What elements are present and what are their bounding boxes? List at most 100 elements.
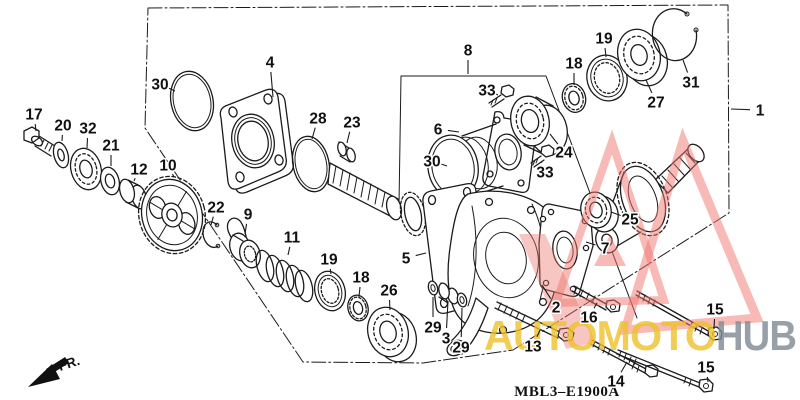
callout-22: 22 (207, 200, 224, 217)
callout-leader-31 (682, 59, 689, 73)
callout-leader-3 (445, 300, 449, 329)
callout-15: 15 (706, 302, 724, 319)
part-bearing-32 (69, 147, 103, 191)
callout-23: 23 (343, 115, 361, 132)
callout-leader-30 (441, 163, 448, 167)
callout-33: 33 (536, 165, 554, 182)
callout-leader-9 (244, 223, 248, 235)
callout-19: 19 (595, 31, 613, 48)
part-circlip-31 (651, 8, 699, 62)
part-gear-10 (137, 175, 207, 255)
part-bolt-33b (530, 144, 555, 168)
callout-6: 6 (434, 122, 443, 139)
callout-31: 31 (682, 75, 700, 92)
callout-12: 12 (130, 162, 147, 179)
callout-5: 5 (402, 251, 411, 268)
callout-leader-10 (171, 173, 175, 178)
callout-18: 18 (352, 270, 370, 287)
fr-arrow-icon (28, 364, 60, 387)
callout-7: 7 (601, 241, 610, 258)
callout-14: 14 (607, 374, 625, 391)
callout-leader-2 (541, 284, 552, 299)
part-spline-ring-19b (313, 270, 347, 312)
part-input-shaft (327, 162, 403, 221)
callout-16: 16 (580, 310, 598, 327)
part-lock-washer-18b (347, 294, 369, 322)
callout-18: 18 (565, 56, 583, 73)
part-spline-ring-19a (586, 54, 628, 102)
callout-21: 21 (102, 138, 120, 155)
callout-leader-14 (620, 361, 628, 373)
part-spring-11 (255, 249, 314, 303)
callout-leader-25 (610, 211, 621, 217)
part-washer-29a (427, 280, 439, 296)
part-washer-20 (52, 141, 70, 169)
callout-25: 25 (621, 212, 639, 229)
callout-30: 30 (151, 77, 168, 94)
callout-17: 17 (25, 107, 42, 124)
watermark-brand-right: HUB (716, 312, 796, 359)
part-bearing-26 (366, 306, 418, 363)
callout-27: 27 (647, 95, 664, 112)
part-bolt-13 (494, 301, 575, 342)
callout-30: 30 (423, 154, 440, 171)
callout-19: 19 (320, 252, 338, 269)
part-washer-21 (99, 166, 121, 196)
part-washer-29b (456, 292, 468, 308)
part-bolt-33a (488, 84, 515, 108)
callout-leader-6 (447, 129, 460, 133)
callout-13: 13 (524, 339, 542, 356)
part-o-ring-30a (169, 70, 215, 132)
callout-2: 2 (552, 300, 561, 317)
callout-leader-29 (460, 307, 463, 338)
callout-leader-18 (358, 286, 361, 298)
callout-leader-26 (388, 299, 391, 311)
callout-leader-1 (730, 108, 751, 111)
part-stud-15b (616, 349, 714, 393)
callout-leader-30 (168, 87, 176, 92)
callout-leader-33 (495, 93, 499, 96)
callout-4: 4 (266, 55, 275, 72)
callout-leader-15 (713, 318, 716, 330)
callout-11: 11 (284, 230, 301, 247)
callout-leader-23 (346, 131, 351, 144)
part-lock-washer-18a (561, 83, 587, 113)
callout-32: 32 (79, 121, 96, 138)
callout-3: 3 (442, 331, 451, 348)
callout-20: 20 (54, 118, 71, 135)
part-bearing-27 (616, 28, 669, 87)
callout-leader-22 (210, 216, 214, 226)
part-joint-9 (226, 217, 261, 269)
callout-leader-17 (34, 123, 37, 132)
fr-direction-marker: FR. (28, 353, 82, 387)
watermark-triangle-right (618, 127, 764, 336)
callout-29: 29 (424, 320, 442, 337)
callout-leader-4 (270, 71, 274, 98)
part-o-ring-28 (291, 135, 331, 193)
callout-leader-32 (86, 137, 89, 149)
callout-9: 9 (244, 207, 253, 224)
callout-leader-12 (133, 178, 136, 182)
callout-leader-7 (585, 241, 596, 246)
part-bearing-holder-4 (219, 88, 294, 194)
callout-15: 15 (697, 360, 715, 377)
part-gear-case-5 (399, 183, 561, 357)
watermark: AUTOMOTO HUB (484, 127, 797, 359)
callout-leader-19 (329, 268, 332, 275)
callout-24: 24 (555, 145, 573, 162)
callout-1: 1 (756, 103, 765, 120)
fr-label: FR. (56, 353, 81, 374)
callout-leader-28 (311, 127, 316, 140)
part-bearing-24 (510, 95, 568, 156)
callout-leader-19 (604, 47, 607, 58)
callout-leader-15 (706, 376, 709, 383)
part-cover-6 (427, 110, 537, 200)
callout-26: 26 (380, 283, 398, 300)
watermark-triangle-left (550, 129, 670, 308)
callout-leader-24 (549, 133, 559, 145)
part-collar-3 (438, 282, 459, 305)
callout-10: 10 (159, 158, 176, 175)
